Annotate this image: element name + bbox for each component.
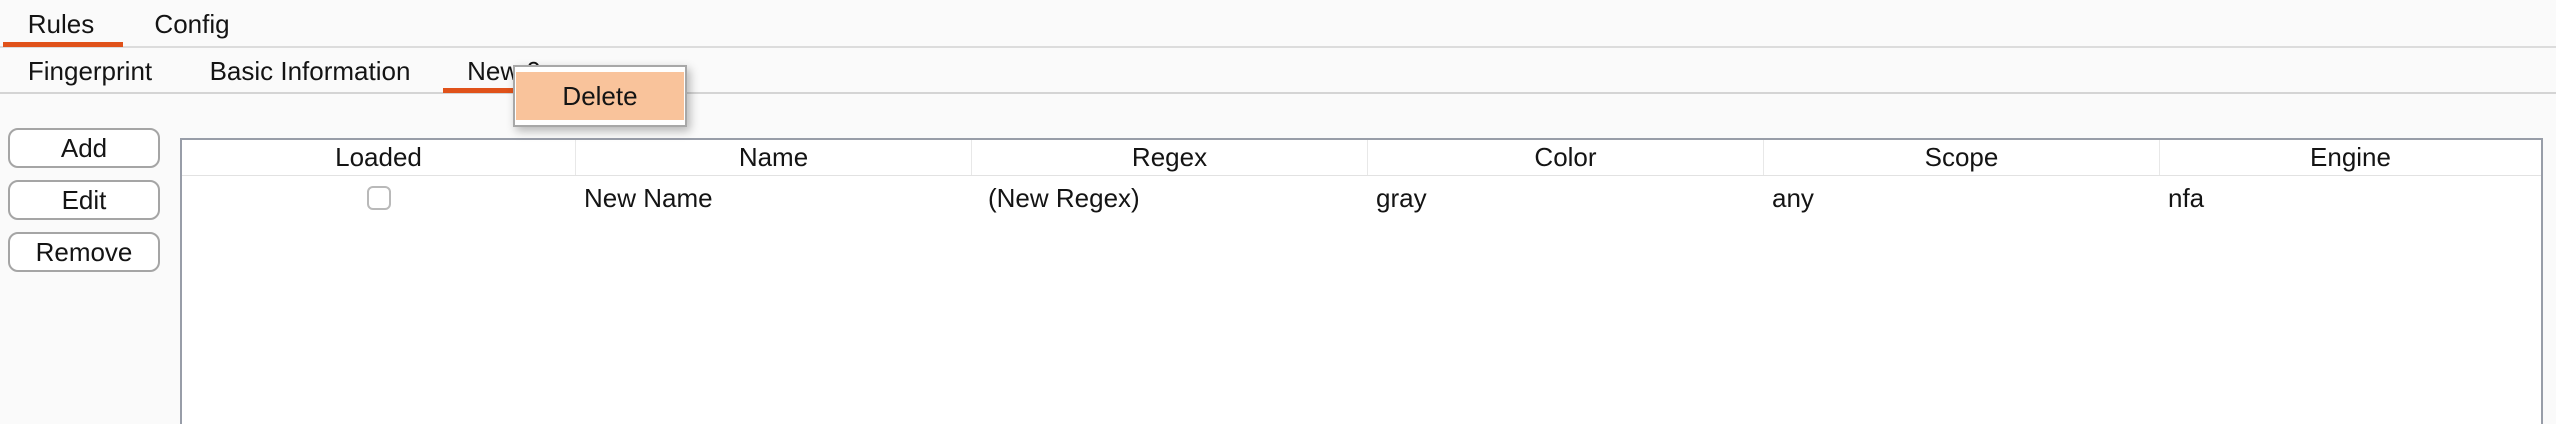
menu-item-delete[interactable]: Delete [516,72,684,120]
column-header-engine[interactable]: Engine [2310,142,2391,172]
edit-button[interactable]: Edit [8,180,160,220]
loaded-cell [182,176,576,220]
primary-tabbar-divider [0,46,2556,48]
add-button[interactable]: Add [8,128,160,168]
column-header-regex[interactable]: Regex [972,140,1368,175]
tab-config[interactable]: Config [154,9,230,39]
remove-button[interactable]: Remove [8,232,160,272]
secondary-tabbar-divider [0,92,2556,94]
column-header-color[interactable]: Color [1368,140,1764,175]
regex-cell[interactable]: (New Regex) [988,182,1140,213]
tab-rules[interactable]: Rules [27,9,95,39]
active-tab-indicator-new-0 [443,88,561,93]
loaded-checkbox[interactable] [367,186,391,210]
engine-cell[interactable]: nfa [2168,182,2205,213]
column-header-scope[interactable]: Scope [1764,140,2160,175]
table-header-row: Loaded Name Regex Color Scope Engine [182,140,2541,176]
rules-table: Loaded Name Regex Color Scope Engine New… [180,138,2543,424]
scope-cell[interactable]: any [1772,182,1814,213]
column-header-name[interactable]: Name [576,140,972,175]
context-menu: Delete [513,65,687,127]
column-header-loaded[interactable]: Loaded [182,140,576,175]
active-tab-indicator-rules [3,42,123,47]
name-cell[interactable]: New Name [584,182,713,213]
tab-basic-information[interactable]: Basic Information [209,56,411,86]
tab-fingerprint[interactable]: Fingerprint [27,56,153,86]
color-cell[interactable]: gray [1376,182,1427,213]
table-row[interactable]: New Name (New Regex) gray any nfa [182,176,2541,220]
